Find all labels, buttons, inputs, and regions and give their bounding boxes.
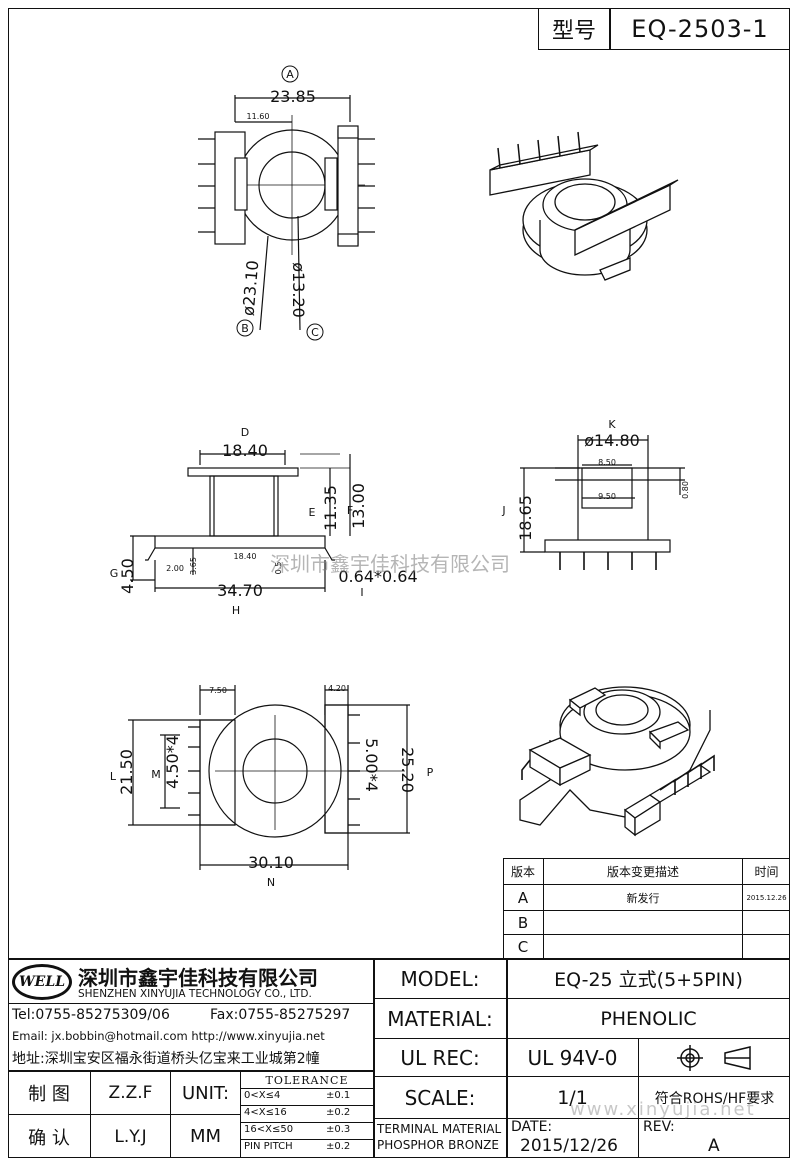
title-block-top-rule (8, 958, 790, 960)
marker-m: M (151, 767, 161, 781)
marker-h: H (231, 603, 241, 617)
marker-g: G (109, 566, 119, 580)
dim-side-leg: 3.65 (188, 557, 198, 575)
tolerance-range: 16<X≤50 (244, 1124, 294, 1135)
side-view (130, 450, 351, 592)
dim-end-slot1: 8.50 (598, 457, 616, 467)
date-value: 2015/12/26 (520, 1136, 618, 1156)
dim-inner-dia: ø13.20 (289, 262, 309, 318)
unit-label: UNIT: (181, 1082, 230, 1104)
dim-end-gap: 0.80 (680, 481, 690, 499)
revision-table (503, 858, 790, 958)
rev-value: A (708, 1136, 720, 1156)
material-label: MATERIAL: (387, 1006, 493, 1031)
marker-b: B (241, 321, 249, 335)
unit-value: MM (189, 1126, 222, 1147)
dim-bottom-left-w: 7.50 (209, 685, 227, 695)
check-value: L.Y.J (114, 1126, 147, 1147)
tolerance-range: 0<X≤4 (244, 1090, 281, 1101)
dim-bottom-right-w: 4.20 (328, 683, 346, 693)
ulrec-value: UL 94V-0 (527, 1045, 618, 1070)
company-name-en: SHENZHEN XINYUJIA TECHNOLOGY CO., LTD. (78, 988, 312, 1000)
rev-row-date: 2015.12.26 (746, 893, 787, 902)
marker-f: F (346, 503, 354, 517)
marker-k: K (608, 417, 616, 431)
check-label: 确 认 (28, 1127, 70, 1149)
company-logo: WELL (12, 964, 72, 1000)
marker-p: P (426, 765, 434, 779)
dim-side-base-w: 34.70 (217, 580, 263, 600)
tolerance-value: ±0.1 (326, 1090, 351, 1101)
company-logo-text: WELL (18, 974, 66, 990)
terminal-material-value: PHOSPHOR BRONZE (377, 1138, 499, 1152)
dim-side-top: 18.40 (222, 440, 268, 460)
end-view (520, 435, 685, 570)
dim-side-foot: 2.00 (166, 563, 184, 573)
scale-label: SCALE: (404, 1085, 476, 1110)
tolerance-range: 4<X≤16 (244, 1107, 287, 1118)
rohs-note: 符合ROHS/HF要求 (654, 1090, 775, 1107)
rev-row-version: A (517, 888, 529, 907)
ulrec-label: UL REC: (400, 1045, 480, 1070)
dim-bottom-width: 30.10 (248, 852, 294, 872)
model-header-label: 型号 (551, 19, 596, 44)
dim-end-slot2: 9.50 (598, 491, 616, 501)
dim-bottom-h-right: 25.20 (398, 747, 418, 793)
company-address: 地址:深圳宝安区福永街道桥头亿宝来工业城第2幢 (12, 1051, 320, 1067)
dim-top-inner: 11.60 (246, 111, 270, 121)
rev-header-description: 版本变更描述 (606, 864, 679, 879)
iso-view-top (489, 131, 679, 281)
marker-j: J (502, 503, 506, 517)
rev-row-version: C (517, 937, 529, 956)
model-header-number: EQ-2503-1 (631, 15, 769, 43)
marker-e: E (308, 505, 316, 519)
tolerance-value: ±0.2 (326, 1107, 351, 1118)
marker-d: D (240, 425, 250, 439)
dim-side-base-in: 18.40 (233, 551, 257, 561)
model-label: MODEL: (400, 966, 480, 991)
model-header (538, 8, 790, 50)
tolerance-value: ±0.3 (326, 1124, 351, 1135)
iso-view-bottom (519, 686, 715, 837)
marker-a: A (286, 67, 294, 81)
sheet-border (8, 8, 790, 1158)
material-value: PHENOLIC (600, 1007, 697, 1030)
watermark-url: www.xinyujia.net (570, 1099, 756, 1120)
terminal-material-label: TERMINAL MATERIAL (377, 1122, 502, 1136)
rev-row-version: B (517, 913, 529, 932)
dim-bottom-pitch-right: 5.00*4 (362, 738, 382, 792)
tolerance-value: ±0.2 (326, 1141, 351, 1152)
watermark: 深圳市鑫宇佳科技有限公司 (270, 552, 510, 576)
marker-i: I (360, 585, 364, 599)
dim-bottom-pitch-left: 4.50*4 (162, 735, 182, 789)
rev-label: REV: (643, 1119, 675, 1135)
rev-row-description: 新发行 (626, 891, 660, 905)
scale-value: 1/1 (557, 1086, 588, 1109)
top-view (198, 65, 375, 341)
marker-n: N (266, 875, 276, 889)
company-name-cn: 深圳市鑫宇佳科技有限公司 (78, 966, 318, 990)
rev-header-version: 版本 (510, 864, 535, 879)
dim-side-pin: 0.64*0.64 (338, 566, 418, 586)
company-tel: Tel:0755-85275309/06 (12, 1007, 170, 1023)
model-value: EQ-25 立式(5+5PIN) (554, 969, 743, 991)
tolerance-title: TOLERANCE (265, 1073, 349, 1087)
dim-end-height: 18.65 (515, 495, 535, 541)
tolerance-range: PIN PITCH (244, 1141, 293, 1152)
dim-side-h1: 11.35 (320, 485, 340, 531)
rev-header-date: 时间 (754, 864, 779, 879)
date-label: DATE: (511, 1119, 553, 1135)
bottom-view (128, 685, 410, 870)
drawn-value: Z.Z.F (108, 1083, 153, 1103)
drawn-label: 制 图 (28, 1084, 70, 1105)
dim-end-dia: ø14.80 (584, 430, 640, 450)
company-email: Email: jx.bobbin@hotmail.com http://www.… (12, 1029, 325, 1043)
projection-symbol-icon (677, 1045, 751, 1071)
company-fax: Fax:0755-85275297 (210, 1007, 351, 1023)
dim-top-width: 23.85 (270, 86, 316, 106)
marker-l: L (109, 769, 117, 783)
marker-c: C (311, 325, 319, 339)
